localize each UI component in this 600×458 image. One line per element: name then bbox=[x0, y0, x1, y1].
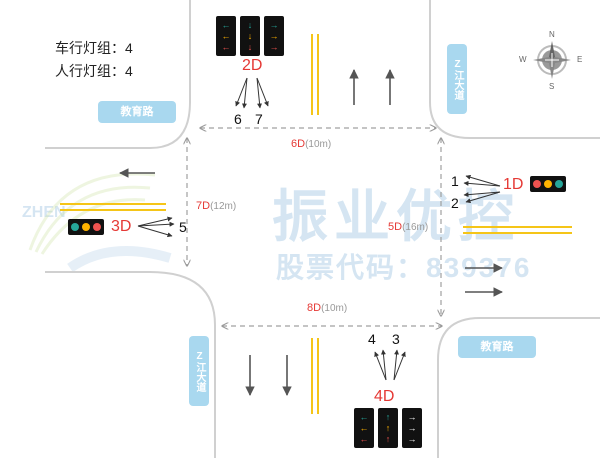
compass-icon bbox=[533, 41, 571, 79]
compass-s: S bbox=[549, 82, 555, 91]
pedestrian-crossing-arrow-icon bbox=[393, 349, 400, 381]
traffic-signal-icon-4d-left: ← ← ← bbox=[354, 408, 374, 448]
distance-label-8d: 8D(10m) bbox=[307, 302, 348, 314]
pedestrian-crossing-arrow-icon bbox=[463, 191, 501, 198]
traffic-signal-icon-2d-left: ← ← ← bbox=[216, 16, 236, 56]
ped-group-count: 人行灯组：4 bbox=[55, 63, 133, 79]
traffic-signal-icon-4d-straight: ↑ ↑ ↑ bbox=[378, 408, 398, 448]
group-label-4d: 4D bbox=[374, 388, 395, 405]
ped-number-2: 2 bbox=[451, 195, 459, 211]
distance-label-6d: 6D(10m) bbox=[291, 138, 332, 150]
compass-e: E bbox=[577, 55, 583, 64]
ped-number-3: 3 bbox=[392, 331, 400, 347]
ped-number-5: 5 bbox=[179, 219, 187, 235]
traffic-signal-icon-1d bbox=[530, 176, 566, 192]
group-label-3d: 3D bbox=[111, 218, 132, 235]
distance-label-5d: 5D(16m) bbox=[388, 221, 429, 233]
pedestrian-crossing-arrow-icon bbox=[465, 174, 501, 187]
traffic-signal-icon-2d-right: → → → bbox=[264, 16, 284, 56]
watermark-brand: 振业优控 bbox=[272, 185, 520, 248]
group-label-2d: 2D bbox=[242, 57, 263, 74]
traffic-signal-icon-2d-straight: ↓ ↓ ↓ bbox=[240, 16, 260, 56]
pedestrian-crossing-arrow-icon bbox=[256, 77, 269, 107]
ped-number-7: 7 bbox=[255, 111, 263, 127]
lane-arrows bbox=[119, 69, 503, 396]
road-label-jiaoyu-west: 教育路 bbox=[98, 101, 176, 123]
group-label-1d: 1D bbox=[503, 176, 524, 193]
compass-w: W bbox=[519, 55, 527, 64]
pedestrian-crossing-arrow-icon bbox=[256, 77, 263, 109]
pedestrian-crossing-arrow-icon bbox=[137, 216, 173, 227]
vehicle-group-count: 车行灯组：4 bbox=[55, 40, 133, 56]
pedestrian-crossing-arrow-icon bbox=[380, 349, 387, 381]
road-label-zjiang-south: Z江大道 bbox=[189, 336, 209, 406]
pedestrian-crossing-arrow-icon bbox=[137, 225, 173, 238]
pedestrian-crossing-arrow-icon bbox=[374, 351, 387, 381]
pedestrian-crossing-arrow-icon bbox=[235, 77, 248, 107]
road-label-jiaoyu-east: 教育路 bbox=[458, 336, 536, 358]
crosswalks bbox=[187, 128, 442, 326]
pedestrian-crossing-arrow-icon bbox=[393, 351, 406, 381]
ped-number-4: 4 bbox=[368, 331, 376, 347]
pedestrian-crossing-arrow-icon bbox=[241, 77, 248, 109]
road-edges bbox=[45, 0, 600, 458]
road-label-zjiang-north: Z江大道 bbox=[447, 44, 467, 114]
center-lines bbox=[60, 34, 572, 414]
ped-number-1: 1 bbox=[451, 173, 459, 189]
compass-n: N bbox=[549, 30, 555, 39]
traffic-signal-icon-3d bbox=[68, 219, 104, 235]
ped-arrows bbox=[137, 77, 501, 381]
distance-label-7d: 7D(12m) bbox=[196, 200, 237, 212]
pedestrian-crossing-arrow-icon bbox=[463, 180, 501, 187]
traffic-signal-icon-4d-right: → → → bbox=[402, 408, 422, 448]
watermark-logo-text: ZHEN bbox=[22, 204, 66, 221]
pedestrian-crossing-arrow-icon bbox=[465, 191, 501, 204]
pedestrian-crossing-arrow-icon bbox=[137, 221, 175, 227]
ped-number-6: 6 bbox=[234, 111, 242, 127]
